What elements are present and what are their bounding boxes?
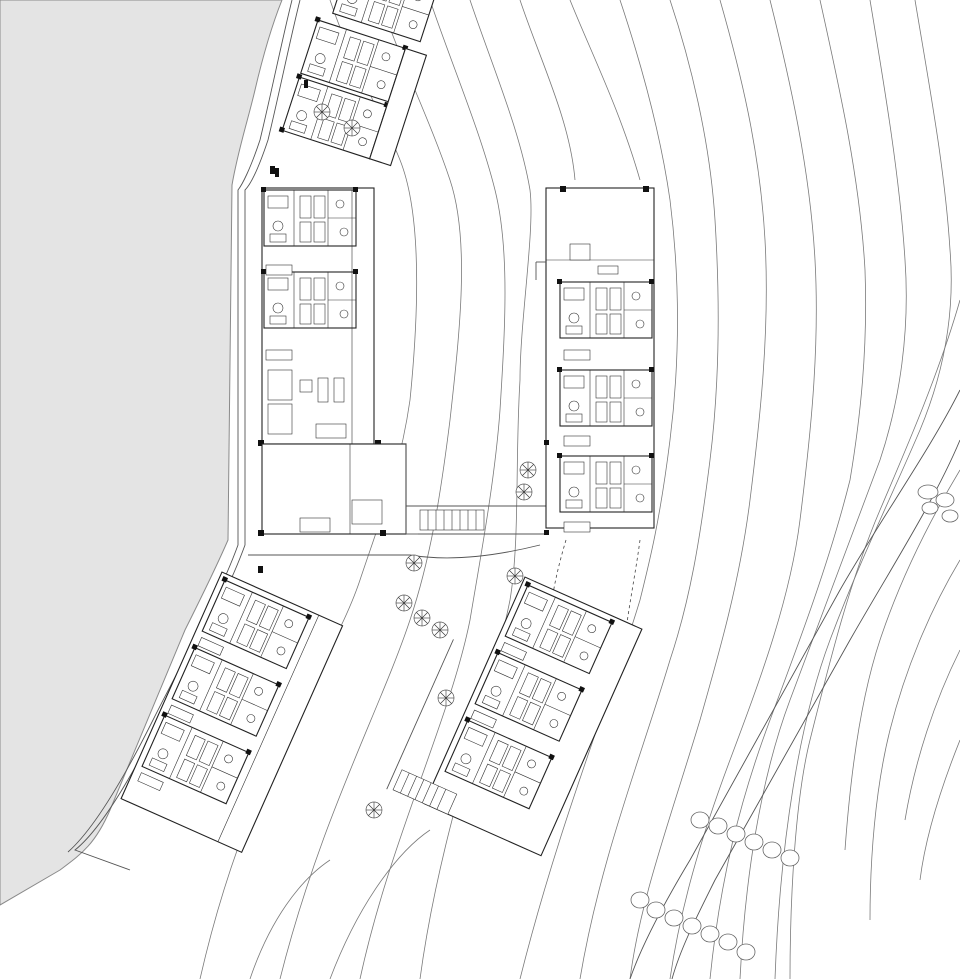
shoreline-path xyxy=(74,0,301,871)
connecting-bridge xyxy=(406,505,546,559)
contour-lines xyxy=(199,0,960,979)
block-east xyxy=(535,186,655,535)
lobby-block xyxy=(248,443,418,556)
rock-cluster xyxy=(630,484,959,961)
block-north-west xyxy=(278,15,428,167)
stair xyxy=(419,509,485,531)
block-west xyxy=(258,166,381,446)
water-body xyxy=(0,0,283,906)
service-road xyxy=(629,389,960,979)
block-south-east xyxy=(386,576,643,857)
block-south-west xyxy=(120,571,344,854)
